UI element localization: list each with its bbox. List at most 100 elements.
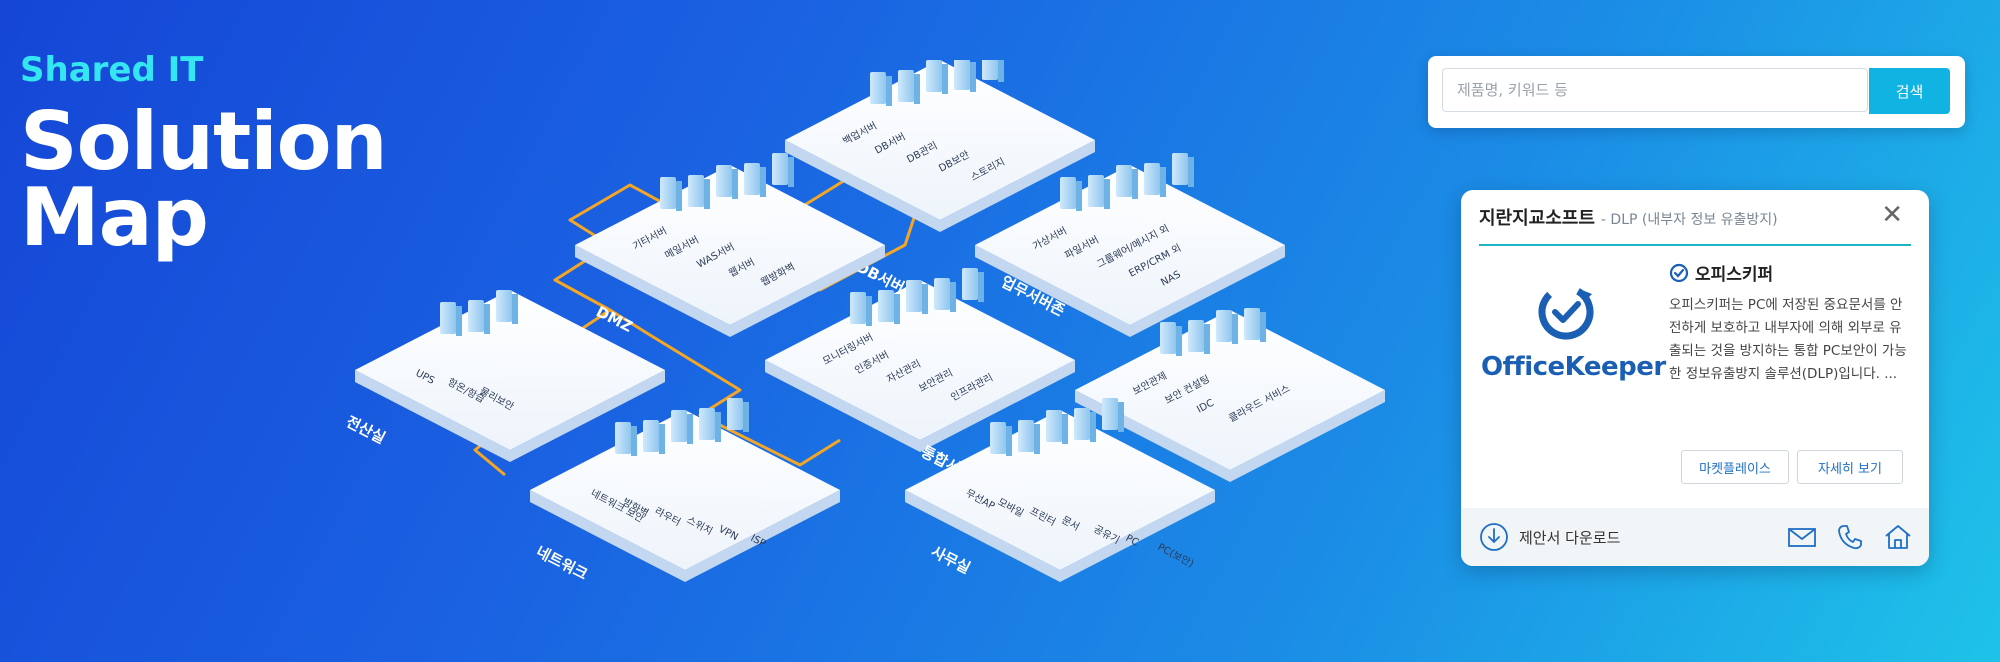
server-side (914, 74, 920, 104)
product-logo: OfficeKeeper (1481, 280, 1666, 400)
zone-label: 전산실 (343, 413, 388, 448)
server-side (676, 181, 682, 211)
server-side (484, 304, 490, 334)
server-icon (1216, 310, 1232, 342)
marketplace-button[interactable]: 마켓플레이스 (1681, 450, 1789, 484)
server-icon (850, 292, 866, 324)
server-side (1160, 167, 1166, 197)
server-side (1204, 324, 1210, 354)
server-side (866, 296, 872, 326)
tile-top (1075, 310, 1385, 470)
download-icon (1480, 523, 1508, 551)
server-icon (1018, 420, 1034, 452)
server-side (1132, 169, 1138, 199)
server-side (998, 60, 1004, 82)
tile-top (765, 280, 1075, 440)
server-side (922, 284, 928, 314)
isometric-solution-map: 백업서버DB서버DB관리DB보안스토리지DB서버존기타서버메일서버WAS서버웹서… (343, 60, 1385, 584)
server-icon (688, 175, 704, 207)
product-info-card: 지란지교소프트- DLP (내부자 정보 유출방지) ✕ OfficeKeepe… (1461, 190, 1929, 566)
server-icon (1074, 408, 1090, 440)
zone-integrated[interactable]: 모니터링서버인증서버자산관리보안관리인프라관리통합서버존 (765, 268, 1075, 490)
server-side (1104, 179, 1110, 209)
server-side (760, 167, 766, 197)
server-side (1260, 312, 1266, 342)
close-icon[interactable]: ✕ (1881, 200, 1903, 230)
tile-top (905, 410, 1215, 570)
card-header: 지란지교소프트- DLP (내부자 정보 유출방지) ✕ (1479, 200, 1911, 246)
server-side (1232, 314, 1238, 344)
product-title: 오피스키퍼 (1669, 260, 1773, 285)
search-input[interactable] (1442, 68, 1868, 112)
server-side (788, 157, 794, 187)
officekeeper-logo-icon (1538, 284, 1594, 340)
server-side (732, 169, 738, 199)
zone-label: DMZ (593, 303, 635, 336)
contact-icons (1787, 522, 1913, 552)
server-side (1118, 402, 1124, 432)
tile-top (785, 60, 1095, 220)
hero-title-line2: Map (20, 171, 209, 264)
server-side (715, 412, 721, 442)
zone-item-label: PC(보안) (1156, 541, 1196, 570)
server-side (512, 294, 518, 324)
server-side (950, 282, 956, 312)
server-icon (934, 278, 950, 310)
server-side (631, 426, 637, 456)
connector-dmz (553, 183, 741, 312)
server-icon (496, 290, 512, 322)
server-icon (615, 422, 631, 454)
server-icon (1116, 165, 1132, 197)
server-side (456, 306, 462, 336)
server-side (978, 272, 984, 302)
logo-wordmark: OfficeKeeper (1481, 352, 1666, 382)
server-side (1006, 426, 1012, 456)
server-icon (468, 300, 484, 332)
search-bar: 검색 (1428, 56, 1965, 128)
server-icon (898, 70, 914, 102)
search-button[interactable]: 검색 (1869, 68, 1950, 114)
server-side (1176, 326, 1182, 356)
check-circle-icon (1669, 263, 1689, 282)
server-side (886, 76, 892, 106)
server-side (894, 294, 900, 324)
server-side (659, 424, 665, 454)
phone-icon[interactable] (1835, 522, 1865, 552)
server-side (1188, 157, 1194, 187)
home-icon[interactable] (1883, 522, 1913, 552)
server-icon (1172, 153, 1188, 185)
server-side (687, 414, 693, 444)
mail-icon[interactable] (1787, 522, 1817, 552)
product-description: 오피스키퍼는 PC에 저장된 중요문서를 안전하게 보호하고 내부자에 의해 외… (1669, 297, 1907, 382)
hero: Shared IT Solution Map (20, 50, 388, 264)
server-icon (1102, 398, 1118, 430)
server-icon (870, 72, 886, 104)
tile-top (575, 165, 885, 325)
view-details-button[interactable]: 자세히 보기 (1797, 450, 1903, 484)
server-icon (1088, 175, 1104, 207)
server-side (1076, 181, 1082, 211)
server-icon (772, 153, 788, 185)
server-icon (954, 60, 970, 90)
server-icon (1060, 177, 1076, 209)
server-icon (990, 422, 1006, 454)
server-icon (982, 60, 998, 80)
tile-top (975, 165, 1285, 325)
tile-top (530, 410, 840, 570)
server-side (1034, 424, 1040, 454)
proposal-download-link[interactable]: 제안서 다운로드 (1479, 522, 1620, 552)
connector-office (609, 308, 841, 467)
server-icon (1046, 410, 1062, 442)
server-side (704, 179, 710, 209)
server-icon (440, 302, 456, 334)
server-icon (727, 398, 743, 430)
card-footer: 제안서 다운로드 (1461, 508, 1929, 566)
tile-top (355, 290, 665, 450)
server-icon (744, 163, 760, 195)
server-icon (660, 177, 676, 209)
hero-title-line1: Solution (20, 95, 388, 188)
